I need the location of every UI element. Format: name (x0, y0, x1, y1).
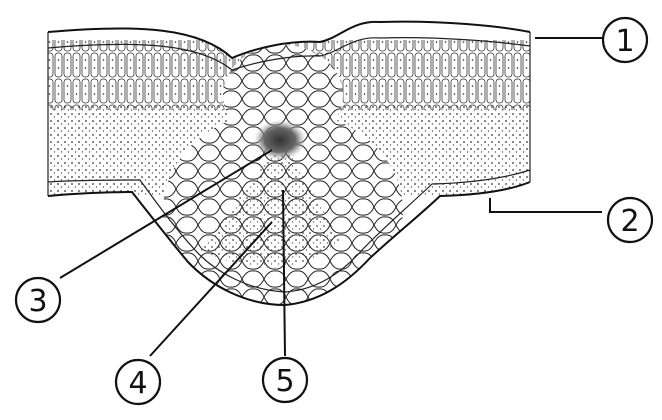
label-5-text: 5 (275, 364, 294, 399)
label-4-text: 4 (128, 366, 147, 401)
leader-line-2 (490, 198, 602, 212)
label-2: 2 (608, 198, 652, 242)
label-4: 4 (116, 360, 160, 404)
label-1: 1 (603, 18, 647, 62)
label-3-text: 3 (28, 284, 47, 319)
leaf-tissue (40, 15, 540, 315)
label-2-text: 2 (620, 204, 639, 239)
label-1-text: 1 (615, 24, 634, 59)
label-5: 5 (263, 358, 307, 402)
label-3: 3 (16, 278, 60, 322)
